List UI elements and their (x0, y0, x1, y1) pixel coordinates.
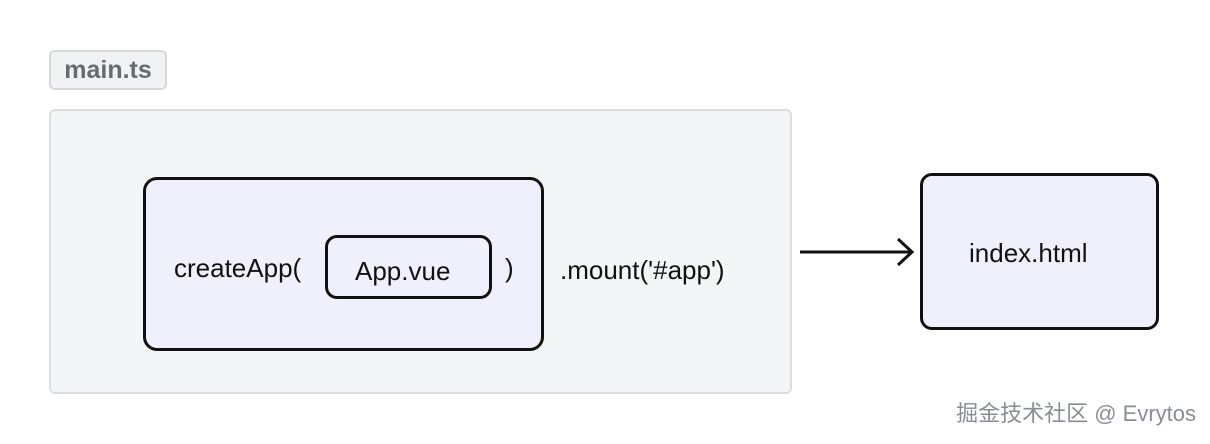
mount-arrow (800, 237, 915, 267)
group-label-main-ts: main.ts (49, 50, 167, 90)
mount-call-text: .mount('#app') (560, 255, 725, 285)
index-html-node (920, 173, 1159, 330)
index-html-label: index.html (969, 238, 1088, 268)
app-vue-label: App.vue (355, 256, 451, 286)
app-vue-node (325, 235, 492, 299)
create-app-call-text: createApp( (174, 253, 302, 283)
closing-paren-text: ) (505, 253, 514, 283)
watermark: 掘金技术社区 @ Evrytos (956, 401, 1196, 426)
